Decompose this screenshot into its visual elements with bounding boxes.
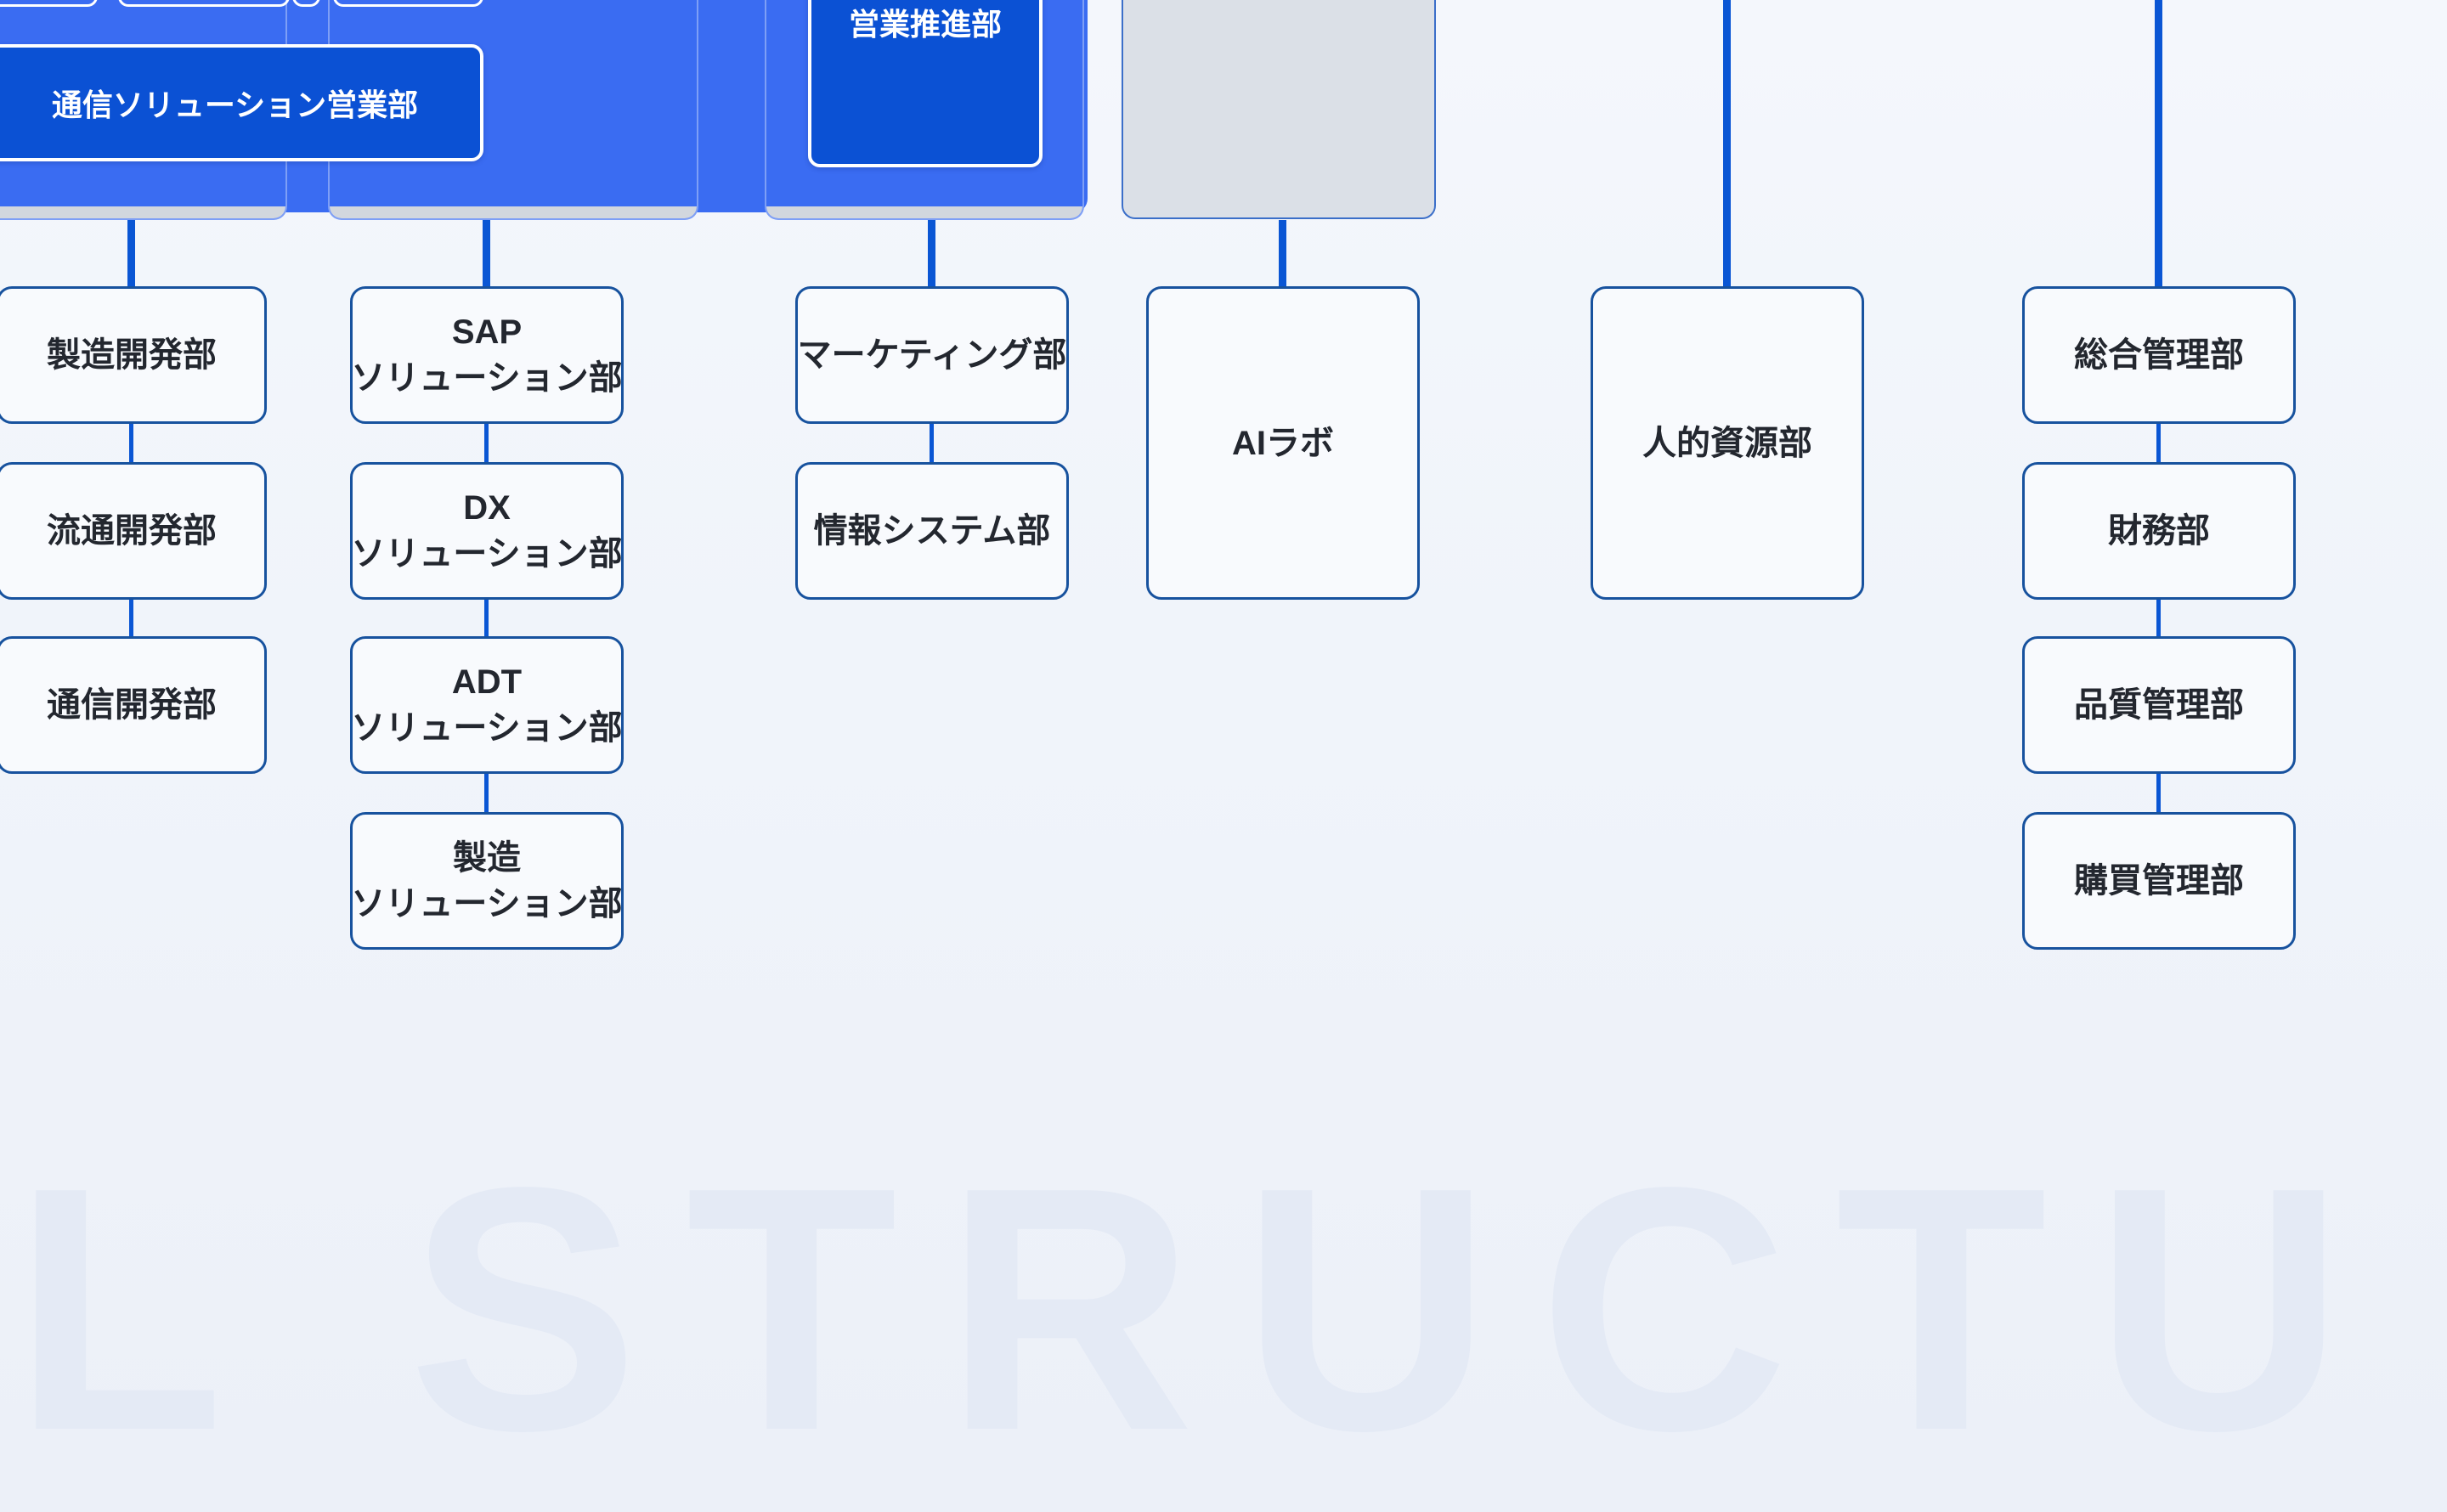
dept-box-ai-lab-label: AIラボ <box>1232 424 1334 462</box>
cut-box-stub-2[interactable] <box>118 0 290 7</box>
dept-box-marketing-label: マーケティング部 <box>797 336 1067 374</box>
connector-dev-1-2 <box>129 424 133 462</box>
dept-box-human-resources-label: 人的資源部 <box>1642 424 1812 462</box>
dept-box-dx-solution[interactable]: DX ソリューション部 <box>350 462 624 600</box>
dept-box-telecom-dev[interactable]: 通信開発部 <box>0 636 267 774</box>
dept-box-manufacturing-solution[interactable]: 製造 ソリューション部 <box>350 812 624 950</box>
dept-box-quality-management-label: 品質管理部 <box>2074 686 2244 724</box>
connector-col-ai-lab <box>1279 220 1286 286</box>
group-container-gray[interactable] <box>1122 0 1436 219</box>
dept-box-sales-promotion[interactable]: 営業推進部 <box>808 0 1043 167</box>
connector-col-development <box>127 220 135 286</box>
dept-box-procurement-label: 購買管理部 <box>2074 862 2244 900</box>
dept-box-sap-solution-line1: SAP <box>451 313 523 351</box>
dept-box-human-resources[interactable]: 人的資源部 <box>1591 286 1864 600</box>
dept-box-information-systems-label: 情報システム部 <box>813 512 1051 550</box>
connector-col-human-resources <box>1723 0 1731 286</box>
dept-box-manufacturing-dev[interactable]: 製造開発部 <box>0 286 267 424</box>
connector-col-general-admin <box>2155 0 2162 286</box>
connector-admin-1-2 <box>2156 424 2161 462</box>
dept-box-adt-solution[interactable]: ADT ソリューション部 <box>350 636 624 774</box>
connector-sol-3-4 <box>484 774 489 812</box>
dept-box-distribution-dev[interactable]: 流通開発部 <box>0 462 267 600</box>
dept-box-manufacturing-dev-label: 製造開発部 <box>47 336 217 374</box>
dept-box-sap-solution[interactable]: SAP ソリューション部 <box>350 286 624 424</box>
watermark-structure-text: STRUCTU <box>408 1116 2392 1503</box>
dept-box-general-admin[interactable]: 総合管理部 <box>2022 286 2296 424</box>
connector-mkt-1-2 <box>930 424 934 462</box>
connector-dev-2-3 <box>129 600 133 636</box>
dept-box-manufacturing-solution-line1: 製造 <box>453 839 521 877</box>
dept-box-telecom-dev-label: 通信開発部 <box>47 686 217 724</box>
dept-box-procurement[interactable]: 購買管理部 <box>2022 812 2296 950</box>
dept-box-quality-management[interactable]: 品質管理部 <box>2022 636 2296 774</box>
dept-box-sales-promotion-label: 営業推進部 <box>848 7 1002 42</box>
dept-box-telecom-solution-sales[interactable]: 通信ソリューション営業部 <box>0 44 483 161</box>
cut-box-stub-1[interactable] <box>0 0 98 7</box>
dept-box-marketing[interactable]: マーケティング部 <box>795 286 1069 424</box>
connector-sol-1-2 <box>484 424 489 462</box>
cut-box-stub-4[interactable] <box>333 0 483 7</box>
dept-box-adt-solution-line2: ソリューション部 <box>351 709 623 747</box>
watermark-letter-l: L <box>13 1116 225 1503</box>
connector-admin-3-4 <box>2156 774 2161 812</box>
dept-box-dx-solution-line1: DX <box>463 489 511 527</box>
dept-box-telecom-solution-sales-label: 通信ソリューション営業部 <box>51 87 419 122</box>
dept-box-finance[interactable]: 財務部 <box>2022 462 2296 600</box>
dept-box-general-admin-label: 総合管理部 <box>2074 336 2244 374</box>
dept-box-distribution-dev-label: 流通開発部 <box>47 512 217 550</box>
dept-box-finance-label: 財務部 <box>2108 512 2210 550</box>
dept-box-ai-lab[interactable]: AIラボ <box>1146 286 1420 600</box>
connector-admin-2-3 <box>2156 600 2161 636</box>
dept-box-sap-solution-line2: ソリューション部 <box>351 359 623 397</box>
dept-box-adt-solution-line1: ADT <box>451 663 523 701</box>
dept-box-manufacturing-solution-line2: ソリューション部 <box>351 885 623 922</box>
connector-col-marketing <box>928 220 935 286</box>
dept-box-information-systems[interactable]: 情報システム部 <box>795 462 1069 600</box>
dept-box-dx-solution-line2: ソリューション部 <box>351 535 623 573</box>
connector-sol-2-3 <box>484 600 489 636</box>
connector-col-solutions <box>483 220 490 286</box>
